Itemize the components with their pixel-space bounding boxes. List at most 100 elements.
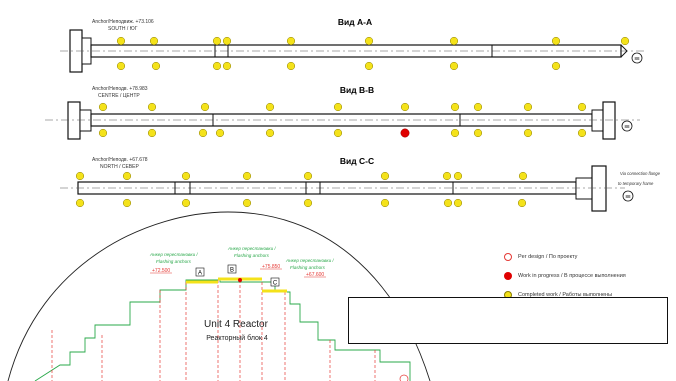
completed-point [286,61,296,71]
view-bb-title: Вид В-В [340,85,374,95]
title-block [348,297,668,344]
view-aa-title: Вид А-А [338,17,372,27]
view-cc-flange-inner [575,177,593,200]
view-bb-marker-circle [621,120,633,132]
completed-point [577,102,587,112]
view-cc-anchor-label: Anchor/Неподв. +67.678 [92,157,148,163]
view-cc: Вид С-С Anchor/Неподв. +67.678 NORTH / С… [60,156,661,212]
view-aa-anchor-dir: SOUTH / ЮГ [108,26,138,32]
anchor-c-label-2: Flashing anchors [290,265,326,270]
completed-point [212,36,222,46]
mark-b: B [230,268,234,274]
flashing-point-in-progress [238,278,242,282]
legend-item-per-design: Per design / По проекту [504,247,626,266]
completed-point [333,128,343,138]
anchor-c-label-1: Анкер перестановки / [285,258,334,263]
completed-point [122,171,132,181]
view-cc-title: Вид С-С [340,156,374,166]
mark-a-box [195,267,205,277]
outline-circle-icon [504,252,512,261]
view-bb-flange-left-inner [79,109,92,132]
completed-point [75,171,85,181]
legend-item-in-progress: Work in progress / В процессе выполнения [504,266,626,285]
section-marker-circle [399,374,409,381]
completed-point [551,36,561,46]
view-aa-dots [116,36,630,71]
completed-point [116,61,126,71]
completed-point [265,102,275,112]
reactor-title: Unit 4 Reactor [204,319,269,330]
reactor-dome-outline [7,211,431,381]
view-cc-flange-outer [591,165,607,212]
view-bb-flange-right-inner [591,109,604,132]
completed-point [98,128,108,138]
view-cc-note-2: to temporary frame [618,181,654,186]
completed-point [442,171,452,181]
completed-point [200,102,210,112]
view-aa-anchor-label: Anchor/Неподвиж. +73.106 [92,19,154,25]
elevation-right-top: +67.600 [306,272,324,278]
view-aa-marker-text: 88 [634,56,640,61]
completed-point [523,102,533,112]
reactor-building-profile [34,279,411,381]
view-bb: Вид В-В Anchor/Неподв. +78.983 CENTRE / … [45,85,640,140]
reactor-section: A B C Анкер перестановки / Flashing anch… [7,211,431,381]
completed-point [149,36,159,46]
completed-point [333,102,343,112]
completed-point [212,61,222,71]
view-aa-beam-end [620,44,628,52]
completed-point [147,102,157,112]
completed-point [551,61,561,71]
view-bb-flange-left-outer [67,101,81,140]
view-bb-anchor-label: Anchor/Неподв. +78.983 [92,86,148,92]
in-progress-point [400,128,410,138]
completed-point [222,61,232,71]
legend-label: Work in progress / В процессе выполнения [518,272,626,279]
completed-point [222,36,232,46]
completed-point [400,102,410,112]
completed-point [364,36,374,46]
completed-point [620,36,630,46]
view-bb-dots [98,102,587,138]
completed-point [242,198,252,208]
completed-point [453,198,463,208]
completed-point [122,198,132,208]
view-bb-marker-text: 88 [624,124,630,129]
mark-c-box [270,277,280,287]
view-cc-marker-circle [622,190,634,202]
completed-point [98,102,108,112]
elevation-mid: +75.850 [262,264,280,270]
completed-point [364,61,374,71]
completed-point [75,198,85,208]
view-aa-marker-circle [631,52,643,64]
view-aa: Вид А-А Anchor/Неподвиж. +73.106 SOUTH /… [60,17,645,73]
view-cc-anchor-dir: NORTH / СЕВЕР [100,164,139,170]
reactor-subtitle: Реакторный блок 4 [206,334,268,342]
completed-point [380,171,390,181]
anchor-a-label-2: Flashing anchors [156,259,192,264]
completed-point [518,171,528,181]
legend-label: Completed work / Работы выполнены [518,291,613,298]
completed-point [151,61,161,71]
completed-point [303,198,313,208]
completed-point [198,128,208,138]
legend: Per design / По проекту Work in progress… [504,247,626,304]
completed-point [242,171,252,181]
completed-point [473,128,483,138]
completed-point [449,36,459,46]
completed-point [449,61,459,71]
completed-point [450,102,460,112]
elevation-left: +72.500 [152,268,170,274]
completed-point [181,198,191,208]
completed-point [450,128,460,138]
completed-point [116,36,126,46]
view-aa-beam-end [620,50,628,58]
view-cc-note-1: Via connection flange [620,171,661,176]
anchor-a-label-1: Анкер перестановки / [149,252,198,257]
completed-point [286,36,296,46]
view-cc-marker-text: 88 [625,194,631,199]
view-cc-dots [75,171,528,208]
mark-c: C [273,281,278,287]
